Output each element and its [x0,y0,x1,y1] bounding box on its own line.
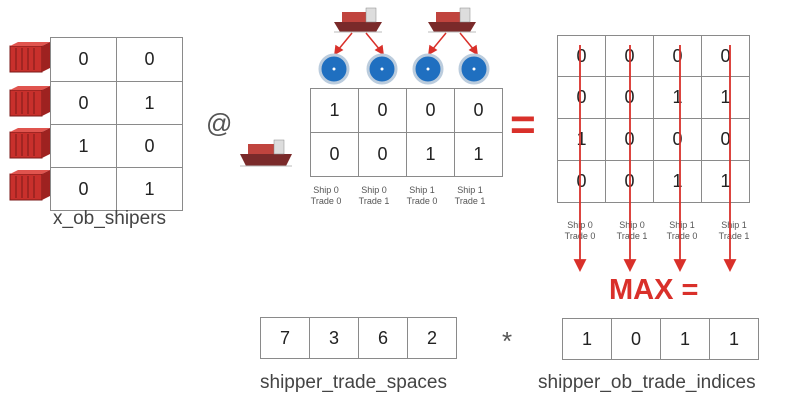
shipper-trade-spaces-label: shipper_trade_spaces [260,372,447,393]
max-label: MAX = [609,274,699,306]
cargo-ship-icon [428,7,476,33]
matrix-cell: 0 [116,124,183,168]
trade-circle-icon [366,53,398,85]
matrix-cell: 0 [358,132,407,177]
shipper-trade-spaces-vector: 7 3 6 2 [260,317,457,359]
max-arrow-head [573,259,587,273]
x-ob-shipers-label: x_ob_shipers [53,208,167,229]
shipper-ob-trade-indices-label: shipper_ob_trade_indices [538,372,756,393]
trade-circle-icon [458,53,490,85]
shipping-container-icon [9,42,50,73]
cargo-ship-icon [334,7,382,33]
matrix-cell: 1 [701,76,750,119]
vector-cell: 1 [709,318,759,360]
ship-trade-arrows [334,32,478,56]
vector-cell: 7 [260,317,310,359]
equals-symbol: = [510,100,536,149]
trade-circle-icon [412,53,444,85]
matrix-cell: 1 [406,132,455,177]
max-arrow-head [623,259,637,273]
matrix-cell: 0 [50,167,117,211]
max-arrow-head [673,259,687,273]
matrix-cell: 0 [701,35,750,77]
multiply-operator: * [502,326,513,356]
matrix-cell: 0 [557,35,606,77]
matrix-cell: 1 [454,132,503,177]
vector-cell: 1 [562,318,612,360]
vector-cell: 0 [611,318,661,360]
matrix-cell: 0 [557,160,606,203]
matrix-cell: 0 [50,81,117,125]
shipping-container-icon [9,128,50,159]
shipping-container-icon [9,170,50,201]
result-matrix: 0 0 0 0 0 0 1 1 1 0 0 0 0 0 1 1 [557,35,750,203]
max-arrow-head [723,259,737,273]
ship-trade-matrix: 1 0 0 0 0 0 1 1 [310,88,503,177]
trade-circle-icon [318,53,350,85]
matrix-cell: 0 [454,88,503,133]
matmul-operator: @ [206,108,233,138]
cargo-ship-icon [240,139,292,167]
x-ob-shipers-matrix: 0 0 0 1 1 0 0 1 [50,37,183,211]
shipping-container-icon [9,86,50,117]
shipper-ob-trade-indices-vector: 1 0 1 1 [562,318,759,360]
matrix-cell: 1 [701,160,750,203]
matrix-cell: 1 [116,167,183,211]
vector-cell: 3 [309,317,359,359]
vector-cell: 2 [407,317,457,359]
matrix-cell: 0 [116,37,183,82]
vector-cell: 6 [358,317,408,359]
vector-cell: 1 [660,318,710,360]
